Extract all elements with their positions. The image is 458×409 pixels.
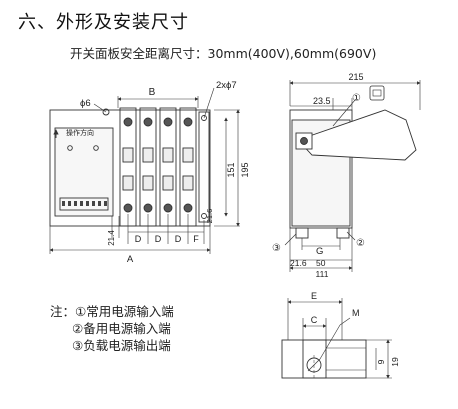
- mounting-hole-bottom: [201, 213, 207, 219]
- dim-d-1: D: [135, 234, 142, 244]
- mounting-bracket: [198, 111, 210, 223]
- notes-prefix: 注：: [50, 304, 76, 319]
- dim-215: 215: [348, 72, 363, 82]
- dim-g: G: [316, 246, 323, 257]
- dim-21-6-right: 21.6: [205, 209, 214, 224]
- terminal-pad: [302, 339, 327, 379]
- motor-screw-1: [67, 145, 73, 151]
- phi6-hole: [102, 108, 110, 116]
- dim-b: B: [149, 87, 156, 98]
- detail-view: [281, 298, 392, 379]
- dim-9: 9: [376, 359, 386, 364]
- control-terminal-pins: [62, 201, 107, 206]
- operating-handle: [297, 109, 417, 161]
- dim-phi6: ϕ6: [80, 98, 91, 109]
- dim-23-5: 23.5: [313, 96, 331, 106]
- callout-2: ②: [356, 238, 365, 249]
- side-terminal-left: [295, 227, 309, 239]
- dim-e: E: [311, 291, 317, 301]
- terminal-notes: 注：①常用电源输入端 ②备用电源输入端 ③负载电源输出端: [50, 303, 174, 354]
- side-body-outline: [289, 109, 353, 229]
- motor-screw-2: [93, 145, 99, 151]
- dim-m: M: [352, 308, 360, 318]
- terminal-bar: [281, 339, 367, 379]
- dim-151: 151: [226, 162, 236, 177]
- front-view: [49, 87, 240, 254]
- dim-d-2: D: [155, 234, 162, 244]
- dim-21-6-side: 21.6: [290, 258, 307, 268]
- dim-a: A: [127, 254, 134, 265]
- dim-2xphi7: 2xϕ7: [216, 80, 237, 91]
- pole-modules: [119, 107, 197, 227]
- section-title: 六、外形及安装尺寸: [18, 12, 189, 33]
- note-item-2: ②备用电源输入端: [72, 321, 171, 336]
- safety-distance-note: 开关面板安全距离尺寸：30mm(400V),60mm(690V): [70, 46, 377, 61]
- lock-icon-body: [372, 89, 382, 97]
- side-terminal-right: [336, 227, 350, 239]
- note-item-1: ①常用电源输入端: [75, 304, 174, 319]
- callout-3: ③: [272, 243, 281, 254]
- dim-195: 195: [240, 162, 250, 177]
- operation-direction-label: 操作方向: [66, 128, 94, 137]
- dim-d-3: D: [175, 234, 182, 244]
- dim-c: C: [311, 315, 318, 325]
- handle-shaft: [300, 137, 308, 145]
- side-view: [284, 80, 421, 272]
- dim-111: 111: [316, 269, 329, 279]
- dim-19: 19: [390, 357, 400, 367]
- mounting-hole-top: [201, 115, 207, 121]
- control-terminal-strip: [59, 197, 109, 211]
- note-item-3: ③负载电源输出端: [72, 338, 171, 353]
- dim-f: F: [193, 234, 199, 244]
- dim-50: 50: [316, 258, 326, 268]
- lock-icon: [369, 85, 385, 101]
- callout-1: ①: [352, 93, 361, 104]
- dim-21-4: 21.4: [107, 230, 116, 246]
